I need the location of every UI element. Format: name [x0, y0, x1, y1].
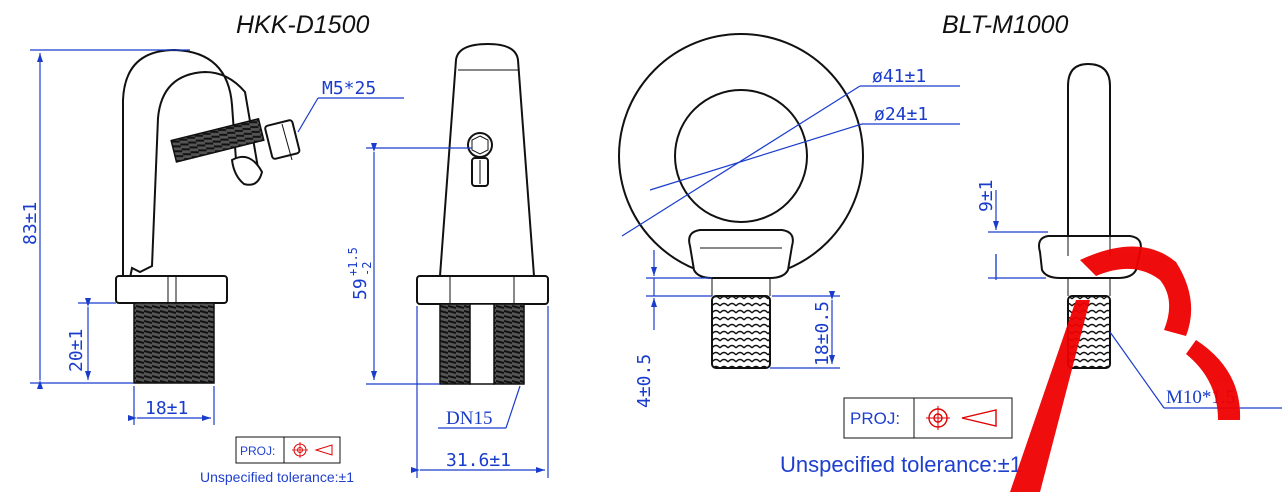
- hkk-front-view: [115, 48, 301, 384]
- blt-proj-box: PROJ:: [843, 397, 1013, 439]
- hkk-side-dimensions: 59 +1.5 -2 DN15 31.6±1: [346, 143, 549, 478]
- red-watermark: [1010, 246, 1241, 492]
- hkk-pipe-label: DN15: [446, 408, 492, 429]
- first-angle-projection-icon: [292, 442, 333, 458]
- hkk-height-dim: 83±1: [20, 202, 41, 245]
- blt-proj-label: PROJ:: [850, 409, 900, 428]
- hkk-side-view: [416, 42, 549, 385]
- hkk-side-width-dim: 31.6±1: [446, 450, 511, 471]
- hkk-side-height-tol-lower: -2: [360, 262, 374, 276]
- blt-inner-diameter: ø24±1: [874, 104, 928, 125]
- hkk-side-height-dim: 59: [350, 278, 371, 300]
- blt-side-view: [1038, 62, 1142, 369]
- hkk-side-height-tol-upper: +1.5: [346, 247, 360, 276]
- blt-tolerance-note: Unspecified tolerance:±1: [780, 452, 1022, 477]
- title-blt-m1000: BLT-M1000: [942, 11, 1069, 39]
- first-angle-projection-icon-large: [926, 406, 997, 430]
- hkk-proj-box: PROJ:: [235, 436, 341, 464]
- blt-thread-length-dim: 18±0.5: [812, 301, 833, 366]
- hkk-screw: [170, 117, 301, 186]
- hkk-screw-label: M5*25: [322, 78, 376, 99]
- hkk-thread-length-dim: 20±1: [66, 329, 87, 372]
- hkk-tolerance-note: Unspecified tolerance:±1: [200, 469, 354, 485]
- blt-side-height-dim: 9±1: [976, 179, 997, 212]
- title-hkk-d1500: HKK-D1500: [236, 11, 369, 39]
- blt-side-dimensions: 9±1 M10*1.5: [976, 179, 1282, 409]
- blt-front-view: [618, 33, 864, 369]
- blt-outer-diameter: ø41±1: [872, 66, 926, 87]
- hkk-proj-label: PROJ:: [240, 444, 275, 458]
- blt-front-dimensions: ø41±1 ø24±1 4±0.5 18±0.5: [621, 66, 960, 408]
- hkk-thread-width-dim: 18±1: [145, 398, 188, 419]
- hkk-front-dimensions: 83±1 20±1 18±1 M5*25: [20, 49, 404, 425]
- blt-collar-dim: 4±0.5: [634, 354, 655, 408]
